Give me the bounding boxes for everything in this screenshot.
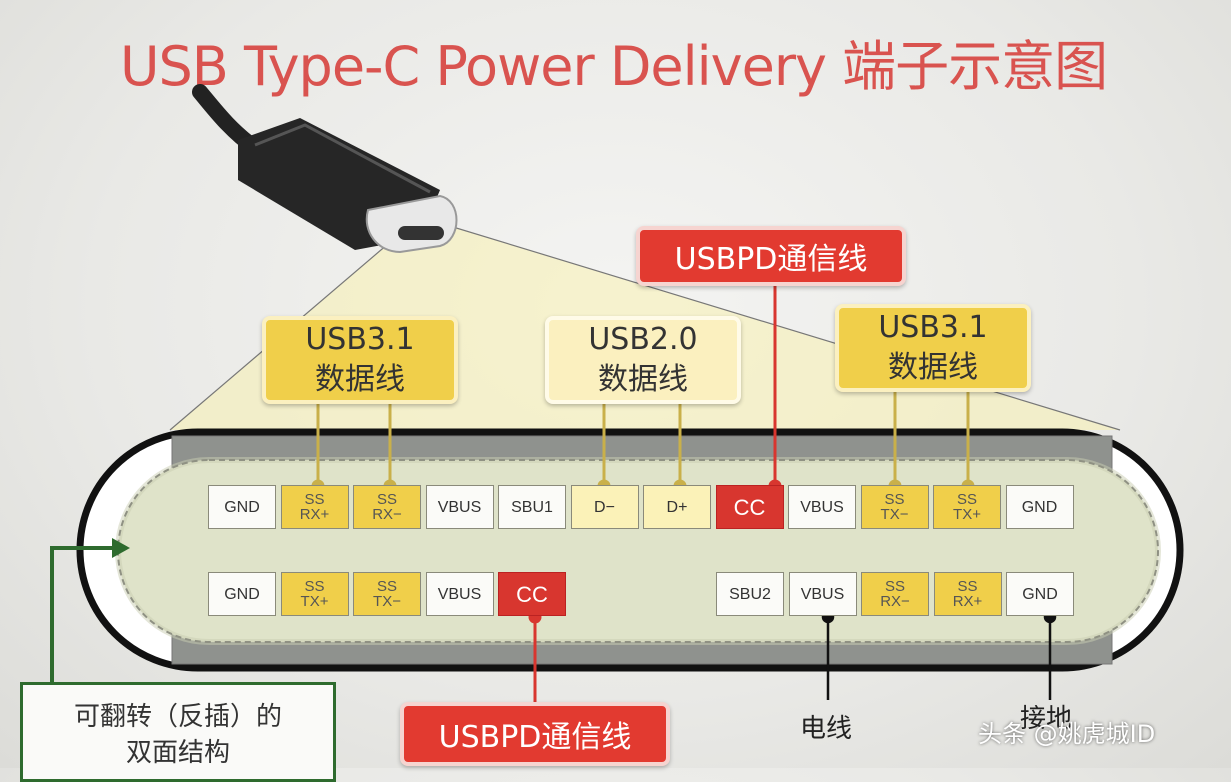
pin-label: D− bbox=[594, 498, 615, 516]
pin-label: SS bbox=[957, 578, 978, 595]
pin-label: D+ bbox=[666, 498, 688, 516]
pin-label: SS bbox=[956, 491, 977, 508]
pin-label: TX− bbox=[373, 593, 401, 610]
reversible-note-line1: 可翻转（反插）的 bbox=[73, 702, 282, 732]
pin-label: SS bbox=[304, 578, 325, 595]
pin-label: CC bbox=[516, 581, 548, 607]
pin-d-: D− bbox=[570, 485, 639, 529]
pin-label: VBUS bbox=[437, 498, 482, 516]
usb31-right-label-line2: 数据线 bbox=[888, 350, 978, 385]
pin-cc: CC bbox=[498, 572, 566, 616]
pin-sbu1: SBU1 bbox=[498, 485, 566, 529]
pin-gnd: GND bbox=[1005, 485, 1074, 529]
usb20-label-line1: USB2.0 bbox=[588, 322, 698, 357]
usb31-left-label: USB3.1 数据线 bbox=[262, 316, 458, 404]
page-title: USB Type-C Power Delivery 端子示意图 bbox=[120, 35, 1108, 98]
pin-gnd: GND bbox=[208, 572, 276, 616]
pin-label: RX+ bbox=[299, 506, 330, 523]
pin-sbu2: SBU2 bbox=[716, 572, 784, 616]
pin-label: SBU1 bbox=[511, 498, 553, 516]
reversible-note: 可翻转（反插）的 双面结构 bbox=[20, 682, 336, 782]
usb31-right-label: USB3.1 数据线 bbox=[835, 304, 1031, 392]
usb20-label: USB2.0 数据线 bbox=[545, 316, 741, 404]
usb20-label-line2: 数据线 bbox=[598, 362, 688, 397]
usb31-left-label-line2: 数据线 bbox=[315, 362, 405, 397]
pin-label: TX+ bbox=[300, 593, 329, 610]
power-line-label: 电线 bbox=[800, 714, 853, 744]
pin-vbus: VBUS bbox=[788, 572, 857, 616]
usbpd-bottom-label: USBPD通信线 bbox=[400, 702, 670, 766]
pin-label: SS bbox=[376, 491, 397, 508]
pin-gnd: GND bbox=[208, 485, 276, 529]
pin-label: SS bbox=[884, 578, 905, 595]
pin-label: CC bbox=[733, 494, 766, 520]
pin-label: VBUS bbox=[800, 585, 845, 603]
pin-cc: CC bbox=[715, 485, 784, 529]
pin-label: GND bbox=[1021, 498, 1058, 516]
pin-label: GND bbox=[224, 585, 260, 603]
usb31-left-label-line1: USB3.1 bbox=[305, 322, 415, 357]
pin-label: GND bbox=[1022, 585, 1058, 603]
pin-label: RX− bbox=[880, 593, 910, 610]
pin-label: GND bbox=[224, 498, 260, 516]
pin-label: VBUS bbox=[437, 585, 482, 603]
pin-label: SBU2 bbox=[729, 585, 771, 603]
pin-label: RX+ bbox=[952, 593, 983, 610]
pin-label: TX− bbox=[880, 506, 909, 523]
pin-d-: D+ bbox=[643, 485, 711, 529]
pin-gnd: GND bbox=[1006, 572, 1074, 616]
usbpd-top-label: USBPD通信线 bbox=[636, 226, 906, 286]
usb31-right-label-line1: USB3.1 bbox=[878, 310, 988, 345]
reversible-note-line2: 双面结构 bbox=[125, 738, 230, 768]
pin-vbus: VBUS bbox=[425, 485, 494, 529]
pin-label: SS bbox=[304, 491, 325, 508]
reversible-arrow bbox=[50, 546, 118, 684]
pin-label: VBUS bbox=[800, 498, 844, 516]
pin-label: SS bbox=[884, 491, 905, 508]
pin-vbus: VBUS bbox=[788, 485, 856, 529]
pin-label: TX+ bbox=[953, 506, 981, 523]
pin-label: RX− bbox=[372, 506, 402, 523]
ground-label: 接地 bbox=[1020, 704, 1073, 734]
pin-vbus: VBUS bbox=[425, 572, 494, 616]
watermark: 头条 @姚虎城ID bbox=[978, 720, 1156, 748]
pin-label: SS bbox=[376, 578, 397, 595]
